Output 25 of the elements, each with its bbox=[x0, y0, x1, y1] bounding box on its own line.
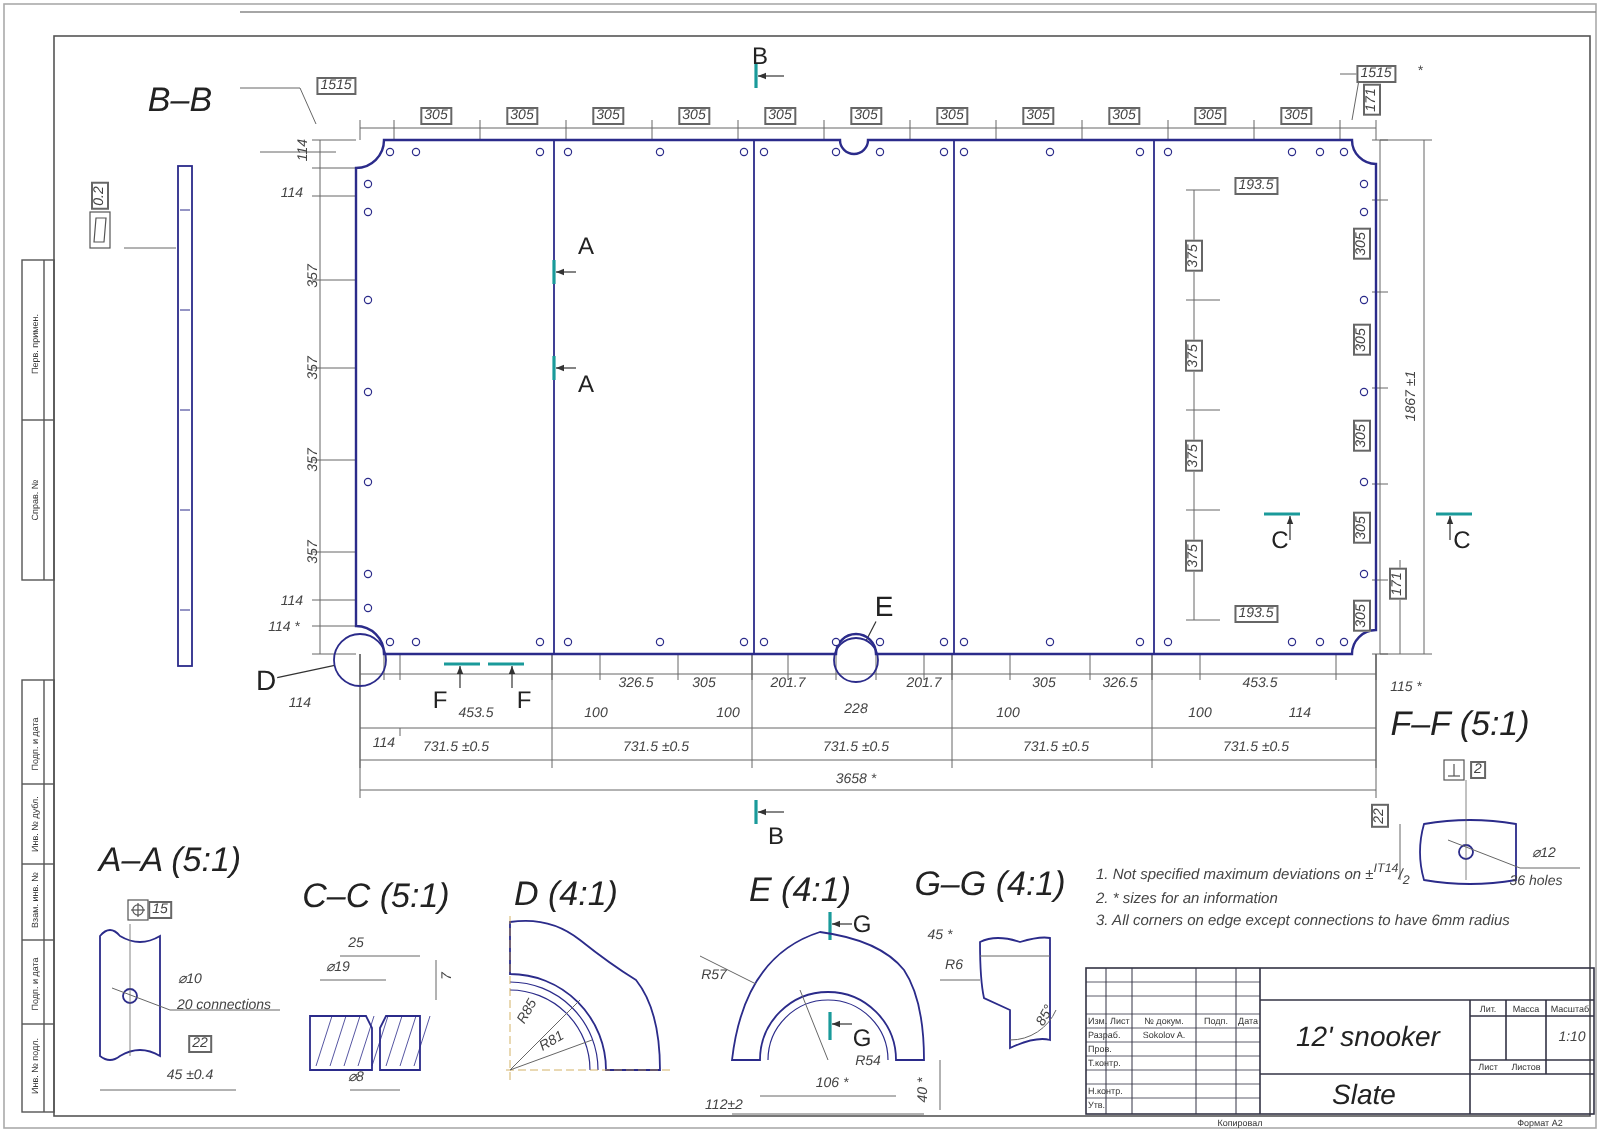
detail-letter: E bbox=[874, 592, 894, 620]
view-title: C–C (5:1) bbox=[302, 879, 450, 913]
section-letter: G bbox=[852, 912, 872, 936]
view-title: G–G (4:1) bbox=[914, 867, 1066, 901]
view-title: D (4:1) bbox=[514, 877, 618, 911]
title-block-text: Slate bbox=[1332, 1080, 1396, 1108]
leader-line bbox=[865, 620, 877, 641]
view-title: B–B bbox=[147, 83, 213, 117]
detail-circle bbox=[832, 636, 880, 684]
section-letter: C bbox=[1271, 528, 1289, 552]
detail-letter: D bbox=[255, 666, 277, 694]
view-title: A–A (5:1) bbox=[98, 843, 242, 877]
section-letter: B bbox=[752, 44, 768, 68]
section-letter: G bbox=[852, 1026, 872, 1050]
view-title: F–F (5:1) bbox=[1390, 707, 1530, 741]
section-letter: A bbox=[578, 372, 594, 396]
title-block-text: 12' snooker bbox=[1296, 1022, 1440, 1050]
section-letter: C bbox=[1453, 528, 1471, 552]
section-letter: A bbox=[578, 234, 594, 258]
leader-line bbox=[276, 664, 336, 679]
section-letter: F bbox=[516, 688, 532, 712]
section-letter: F bbox=[432, 688, 448, 712]
section-letter: B bbox=[768, 824, 784, 848]
detail-circle bbox=[332, 632, 388, 688]
view-title: E (4:1) bbox=[748, 873, 852, 907]
